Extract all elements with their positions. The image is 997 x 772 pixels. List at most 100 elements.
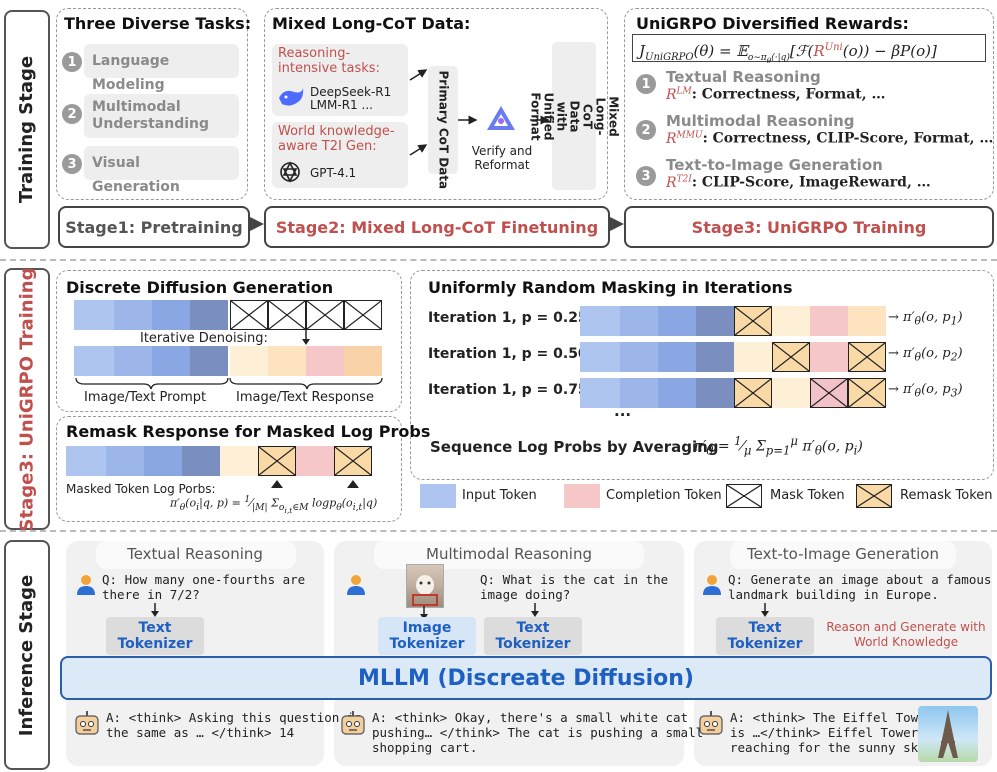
remask-input-token (144, 446, 182, 476)
remask-output-token (296, 446, 334, 476)
diffusion-output-token (306, 346, 344, 376)
iter2-remask (848, 342, 886, 372)
iter2-token (810, 342, 848, 372)
iteration-ellipsis: ... (614, 402, 632, 420)
whale-icon (276, 84, 306, 110)
textual-question: Q: How many one-fourths are there in 7/2… (102, 572, 306, 602)
legend-input-swatch (420, 484, 456, 508)
openai-icon (278, 160, 302, 184)
reason-note: Reason and Generate with World Knowledge (826, 620, 986, 649)
iter2-token (734, 342, 772, 372)
reward-2-formula: RMMU: Correctness, CLIP-Score, Format, … (666, 130, 994, 147)
diffusion-mask-token (268, 300, 306, 330)
stage3-box: Stage3: UniGRPO Training (624, 206, 994, 248)
diffusion-mask-token (230, 300, 268, 330)
remask-box (56, 416, 402, 522)
t2i-panel-title: Text-to-Image Generation (747, 545, 939, 563)
reasoning-title: Reasoning-intensive tasks: (278, 46, 380, 76)
iter2-token (580, 342, 620, 372)
remask-label: Masked Token Log Porbs: (66, 482, 216, 496)
primary-cot-box: Primary CoT Data (428, 66, 458, 189)
diffusion-output-token (268, 346, 306, 376)
iteration-2-label: Iteration 1, p = 0.50 (428, 346, 588, 362)
diffusion-input-token (74, 346, 114, 376)
iter3-token (772, 378, 810, 408)
task-1: Language Modeling (84, 44, 239, 93)
pipeline-arrows (248, 217, 624, 231)
remask-title: Remask Response for Masked Log Probs (66, 422, 431, 441)
inference-stage-label: Inference Stage (4, 540, 50, 770)
iter1-token (810, 306, 848, 336)
stage1-box: Stage1: Pretraining (58, 206, 250, 248)
remask-pointers (271, 480, 359, 488)
iter1-output: → π′θ(o, p1) (888, 310, 963, 328)
legend-mask-swatch (726, 484, 762, 508)
masking-box (410, 270, 994, 480)
mixed-arrows (409, 69, 550, 156)
eiffel-image (918, 706, 978, 762)
task-3-number: 3 (62, 154, 82, 174)
rewards-title: UniGRPO Diversified Rewards: (636, 14, 909, 33)
t2i-q-arrow (761, 603, 769, 617)
iter1-token (696, 306, 734, 336)
iter3-token (696, 378, 734, 408)
remask-token (334, 446, 372, 476)
iter2-output: → π′θ(o, p2) (888, 346, 963, 364)
prompt-label: Image/Text Prompt (84, 390, 207, 405)
legend-completion-swatch (564, 484, 600, 508)
diffusion-mask-token (306, 300, 344, 330)
remask-formula: π′θ(oi|q, p) = 1⁄|M| Σoi,t∈M logpθ(oi,t|… (170, 494, 378, 515)
stage3-label: Stage3: UniGRPO Training (4, 267, 50, 531)
unified-format-box: Mixed Long-CoT Data with Unified Format (529, 42, 621, 190)
textual-q-arrow (151, 603, 159, 617)
iter1-token (772, 306, 810, 336)
response-label: Image/Text Response (236, 390, 374, 405)
panel-title-bg (96, 541, 296, 569)
multimodal-q-arrow (531, 603, 539, 617)
legend-input-label: Input Token (462, 488, 537, 503)
divider-2 (0, 530, 997, 532)
diffusion-title: Discrete Diffusion Generation (66, 278, 334, 297)
textual-panel-title: Textual Reasoning (127, 545, 263, 563)
diffusion-input-token (152, 300, 190, 330)
mllm-label: MLLM (Discreate Diffusion) (358, 665, 694, 691)
iter1-token (658, 306, 696, 336)
diffusion-input-token (114, 300, 152, 330)
remask-input-token (106, 446, 144, 476)
remask-input-token (66, 446, 106, 476)
task-2-number: 2 (62, 104, 82, 124)
reward-1-label: Textual Reasoning (666, 68, 821, 86)
remask-input-token (182, 446, 220, 476)
iter2-token (620, 342, 658, 372)
task-1-number: 1 (62, 52, 82, 72)
diffusion-output-token (230, 346, 268, 376)
remask-output-token (220, 446, 258, 476)
iter1-remask (734, 306, 772, 336)
world-model: GPT-4.1 (310, 166, 357, 180)
iter3-remask (810, 378, 848, 408)
averaging-label: Sequence Log Probs by Averaging (430, 438, 719, 456)
verify-label: Verify and Reformat (471, 144, 533, 172)
diffusion-input-token (114, 346, 152, 376)
image-tokenizer: Image Tokenizer (378, 617, 476, 655)
diffusion-input-token (152, 346, 190, 376)
user-icon (344, 572, 368, 596)
iter3-token (658, 378, 696, 408)
iter3-remask (734, 378, 772, 408)
tasks-title: Three Diverse Tasks: (64, 14, 252, 33)
mixed-data-box (264, 8, 608, 200)
multimodal-answer: A: <think> Okay, there's a small white c… (372, 710, 704, 755)
tasks-box (56, 8, 248, 200)
masking-title: Uniformly Random Masking in Iterations (428, 278, 793, 297)
multimodal-question: Q: What is the cat in the image doing? (480, 572, 669, 602)
world-box (272, 122, 408, 188)
iter2-token (696, 342, 734, 372)
multimodal-text-tokenizer: Text Tokenizer (484, 617, 582, 655)
reward-1-number: 1 (636, 74, 656, 94)
divider-1 (0, 259, 997, 261)
iter2-token (658, 342, 696, 372)
iter1-token (620, 306, 658, 336)
task-2: Multimodal Understanding (84, 94, 239, 138)
diffusion-input-token (190, 300, 228, 330)
mixed-data-title: Mixed Long-CoT Data: (272, 14, 471, 33)
